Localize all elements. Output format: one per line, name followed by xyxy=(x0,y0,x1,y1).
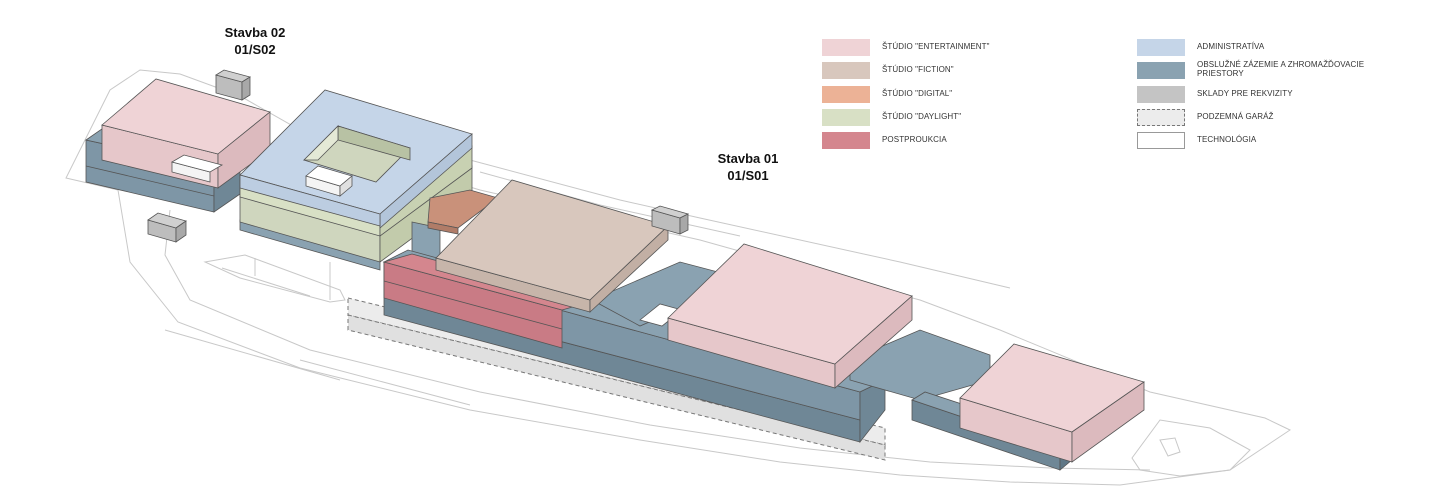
stavba-01-building xyxy=(382,179,1145,471)
legend-label-digital: ŠTÚDIO "DIGITAL" xyxy=(882,89,953,98)
legend-swatch-technologia xyxy=(1137,132,1185,149)
legend-label-fiction: ŠTÚDIO "FICTION" xyxy=(882,65,954,74)
legend-swatch-postprodukcia xyxy=(822,132,870,149)
legend-label-zazemie: OBSLUŽNÉ ZÁZEMIE A ZHROMAŽĎOVACIE PRIEST… xyxy=(1197,60,1365,78)
stavba-01-code: 01/S01 xyxy=(727,168,769,183)
legend-swatch-digital xyxy=(822,86,870,103)
stavba-01-label: Stavba 01 01/S01 xyxy=(698,150,798,184)
administrative-building xyxy=(239,89,473,271)
legend-swatch-zazemie xyxy=(1137,62,1185,79)
legend-swatch-entertainment xyxy=(822,39,870,56)
legend-swatch-daylight xyxy=(822,109,870,126)
legend-label-sklady: SKLADY PRE REKVIZITY xyxy=(1197,89,1293,98)
legend-swatch-garaz xyxy=(1137,109,1185,126)
stavba-02-name: Stavba 02 xyxy=(224,25,286,40)
legend-swatch-sklady xyxy=(1137,86,1185,103)
legend-label-daylight: ŠTÚDIO "DAYLIGHT" xyxy=(882,112,962,121)
stavba-02-code: 01/S02 xyxy=(234,42,276,57)
legend-label-technologia: TECHNOLÓGIA xyxy=(1197,135,1257,144)
legend-label-administrativa: ADMINISTRATÍVA xyxy=(1197,42,1265,51)
legend-label-garaz: PODZEMNÁ GARÁŽ xyxy=(1197,112,1274,121)
legend-label-entertainment: ŠTÚDIO "ENTERTAINMENT" xyxy=(882,42,990,51)
legend-label-postprodukcia: POSTPROUKCIA xyxy=(882,135,947,144)
stavba-01-name: Stavba 01 xyxy=(717,151,779,166)
stavba-02-building xyxy=(85,69,271,243)
stavba-02-label: Stavba 02 01/S02 xyxy=(205,24,305,58)
legend-swatch-fiction xyxy=(822,62,870,79)
legend-swatch-administrativa xyxy=(1137,39,1185,56)
